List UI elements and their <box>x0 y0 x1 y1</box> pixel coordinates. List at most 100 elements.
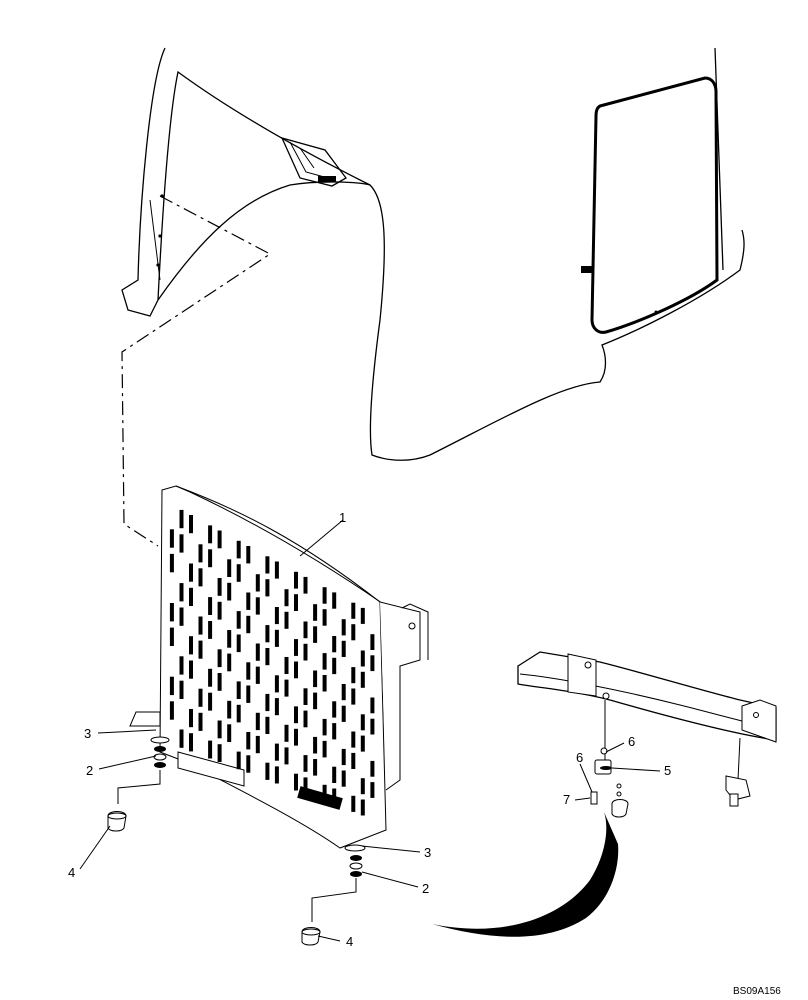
mesh-slot <box>189 636 193 655</box>
mesh-slot <box>360 714 365 731</box>
mesh-slot <box>303 755 308 772</box>
mesh-slot <box>274 607 279 625</box>
mesh-slot <box>227 653 232 672</box>
mesh-slot <box>360 671 365 688</box>
mesh-slot <box>179 509 184 529</box>
mesh-slot <box>294 571 298 589</box>
mesh-slot <box>294 773 298 791</box>
mesh-slot <box>189 587 193 606</box>
mesh-slot <box>198 544 203 563</box>
mesh-slot <box>208 621 213 639</box>
mesh-slot <box>179 534 184 553</box>
callout-5: 5 <box>664 763 671 778</box>
mesh-slot <box>227 630 232 648</box>
mesh-slot <box>274 561 279 579</box>
mesh-slot <box>351 688 356 705</box>
mesh-slot <box>169 603 174 622</box>
callout-6-lower: 6 <box>576 750 583 765</box>
mesh-slot <box>322 718 327 736</box>
mesh-slot <box>179 583 184 602</box>
mesh-slot <box>169 701 174 720</box>
mesh-slot <box>351 731 356 748</box>
mesh-slot <box>236 564 241 582</box>
mesh-slot <box>341 619 346 636</box>
mesh-slot <box>217 744 222 762</box>
mesh-slot <box>189 515 193 534</box>
mesh-slot <box>255 574 260 592</box>
mesh-slot <box>208 740 213 759</box>
leader-lines <box>79 519 661 942</box>
mesh-slot <box>217 578 222 596</box>
callout-2-left: 2 <box>86 763 93 778</box>
mesh-slot <box>322 675 327 692</box>
mesh-slot <box>217 649 222 668</box>
mesh-slot <box>179 607 184 626</box>
mesh-slot <box>179 656 184 675</box>
mesh-slot <box>246 592 251 610</box>
mesh-slot <box>198 640 203 659</box>
mesh-slot <box>169 529 174 548</box>
mesh-slot <box>246 755 251 773</box>
mesh-slot <box>255 666 260 684</box>
screen-mesh-pattern <box>169 509 375 816</box>
mesh-slot <box>227 582 232 601</box>
mesh-slot <box>294 706 298 724</box>
mesh-slot <box>198 688 203 707</box>
mesh-slot <box>227 559 232 577</box>
mesh-slot <box>265 716 270 734</box>
mesh-slot <box>236 681 241 699</box>
figure-id: BS09A156 <box>733 986 781 997</box>
mesh-slot <box>227 700 232 719</box>
mesh-slot <box>217 601 222 620</box>
mesh-slot <box>255 712 260 731</box>
mesh-slot <box>322 740 327 758</box>
mesh-slot <box>370 655 375 672</box>
mesh-slot <box>189 563 193 582</box>
mesh-slot <box>189 709 193 728</box>
mesh-slot <box>246 546 251 564</box>
mesh-slot <box>274 675 279 693</box>
mesh-slot <box>322 609 327 626</box>
mesh-slot <box>198 616 203 635</box>
mesh-slot <box>341 770 346 787</box>
mesh-slot <box>303 777 308 795</box>
mesh-slot <box>360 735 365 752</box>
mesh-slot <box>332 592 337 609</box>
callout-1: 1 <box>339 510 346 525</box>
mesh-slot <box>255 643 260 661</box>
mesh-slot <box>313 604 318 621</box>
mesh-slot <box>265 625 270 643</box>
mesh-slot <box>246 732 251 750</box>
mesh-slot <box>341 705 346 722</box>
mesh-slot <box>217 720 222 739</box>
mesh-slot <box>370 718 375 735</box>
mesh-slot <box>322 784 327 802</box>
callout-7: 7 <box>563 792 570 807</box>
mesh-slot <box>313 759 318 776</box>
mesh-slot <box>303 576 308 594</box>
mesh-slot <box>303 643 308 661</box>
callout-2-right: 2 <box>422 881 429 896</box>
mesh-slot <box>189 660 193 679</box>
mesh-slot <box>169 553 174 573</box>
mesh-slot <box>322 653 327 670</box>
mesh-slot <box>274 743 279 761</box>
mesh-slot <box>284 679 289 697</box>
mesh-slot <box>313 692 318 710</box>
mesh-slot <box>246 685 251 703</box>
mesh-slot <box>313 670 318 688</box>
mesh-slot <box>217 673 222 691</box>
mesh-slot <box>332 766 337 783</box>
mesh-slot <box>236 634 241 653</box>
mesh-slot <box>360 607 365 624</box>
cab-outline <box>121 47 745 461</box>
mesh-slot <box>351 624 356 641</box>
mesh-slot <box>284 724 289 742</box>
mesh-slot <box>370 782 375 798</box>
mesh-slot <box>179 729 184 748</box>
mesh-slot <box>294 661 298 679</box>
left-mount-hardware <box>107 736 170 832</box>
mesh-slot <box>284 611 289 629</box>
mesh-slot <box>313 736 318 754</box>
callout-6-upper: 6 <box>628 734 635 749</box>
